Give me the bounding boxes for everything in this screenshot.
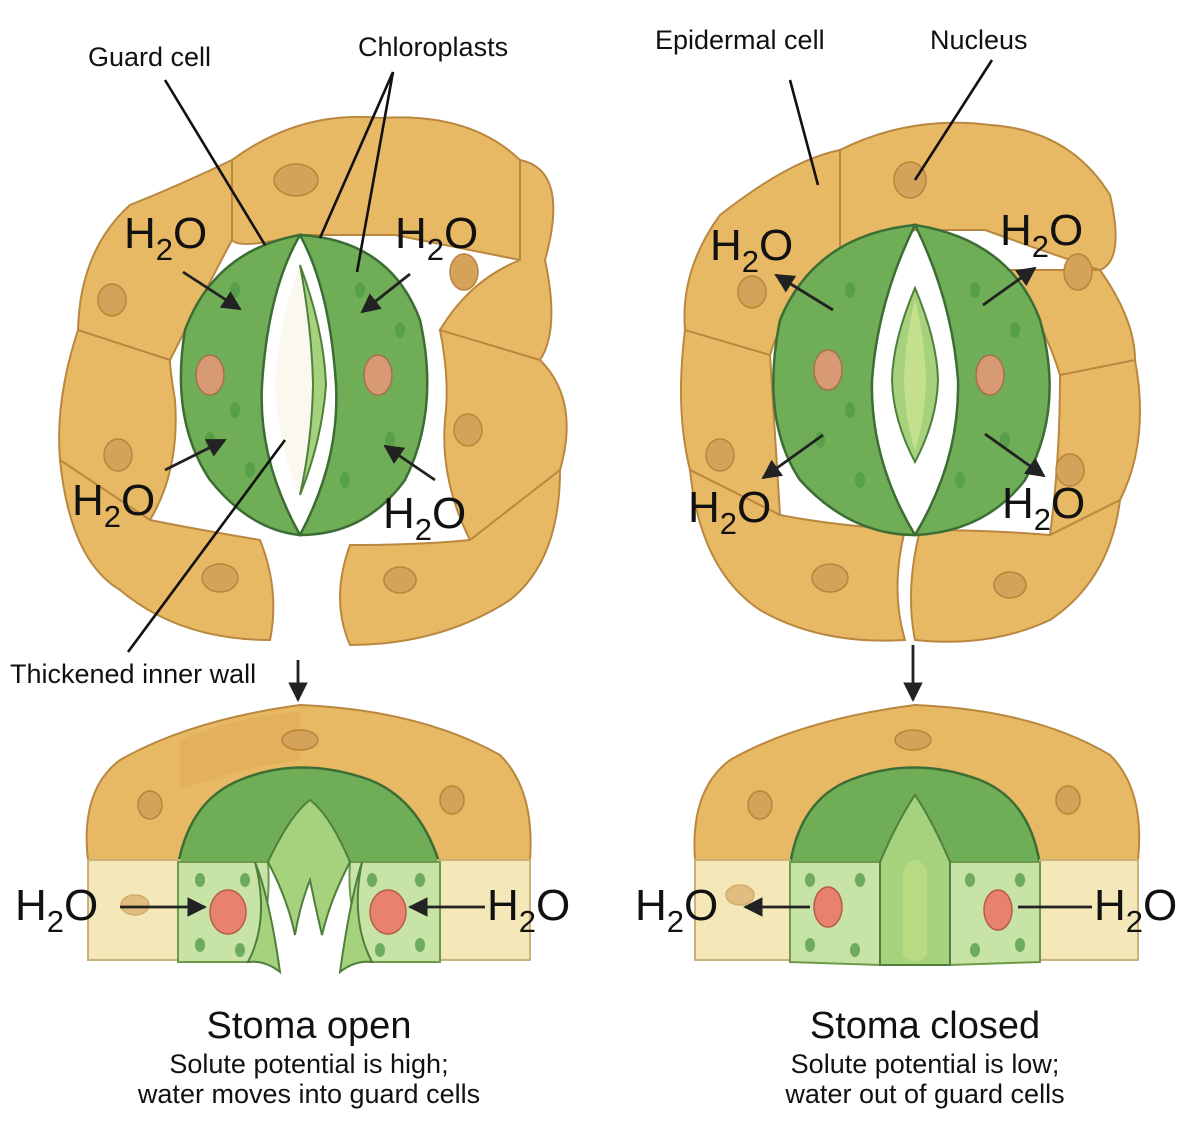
h2o-label: H2O — [383, 489, 466, 547]
caption-open-title: Stoma open — [207, 1005, 412, 1047]
caption-open-line2: water moves into guard cells — [137, 1079, 480, 1109]
water-flow-arrows-open — [164, 270, 436, 482]
label-nucleus: Nucleus — [930, 25, 1028, 55]
callout-labels: Guard cell Chloroplasts Thickened inner … — [10, 25, 1028, 689]
h2o-label: H2O — [688, 483, 771, 541]
h2o-label: H2O — [395, 209, 478, 267]
caption-closed: Stoma closed Solute potential is low; wa… — [784, 1005, 1064, 1109]
leader-lines — [126, 59, 994, 653]
closed-stoma-top-view — [680, 121, 1141, 643]
label-epidermal-cell: Epidermal cell — [655, 25, 825, 55]
h2o-label: H2O — [15, 881, 98, 939]
h2o-label: H2O — [1000, 206, 1083, 264]
epidermal-cells-open — [58, 115, 568, 647]
h2o-label: H2O — [72, 476, 155, 534]
h2o-label: H2O — [635, 881, 718, 939]
open-stoma-cutaway — [85, 703, 532, 975]
caption-closed-line1: Solute potential is low; — [791, 1049, 1060, 1079]
closed-stoma-cutaway — [693, 703, 1141, 967]
open-stoma-top-view — [58, 115, 568, 647]
h2o-label: H2O — [124, 209, 207, 267]
h2o-label: H2O — [487, 881, 570, 939]
water-flow-arrows-closed — [761, 266, 1046, 480]
water-labels: H2O H2O H2O H2O H2O H2O H2O H2O H2O H2O … — [15, 206, 1177, 939]
h2o-label: H2O — [1002, 479, 1085, 537]
caption-open-line1: Solute potential is high; — [169, 1049, 448, 1079]
label-chloroplasts: Chloroplasts — [358, 32, 508, 62]
caption-open: Stoma open Solute potential is high; wat… — [137, 1005, 480, 1109]
caption-closed-title: Stoma closed — [810, 1005, 1040, 1047]
h2o-label: H2O — [710, 221, 793, 279]
epidermal-cells-closed — [680, 121, 1141, 643]
label-guard-cell: Guard cell — [88, 42, 211, 72]
label-thickened-inner-wall: Thickened inner wall — [10, 659, 256, 689]
guard-cells-open — [179, 233, 429, 537]
h2o-label: H2O — [1094, 881, 1177, 939]
caption-closed-line2: water out of guard cells — [784, 1079, 1064, 1109]
